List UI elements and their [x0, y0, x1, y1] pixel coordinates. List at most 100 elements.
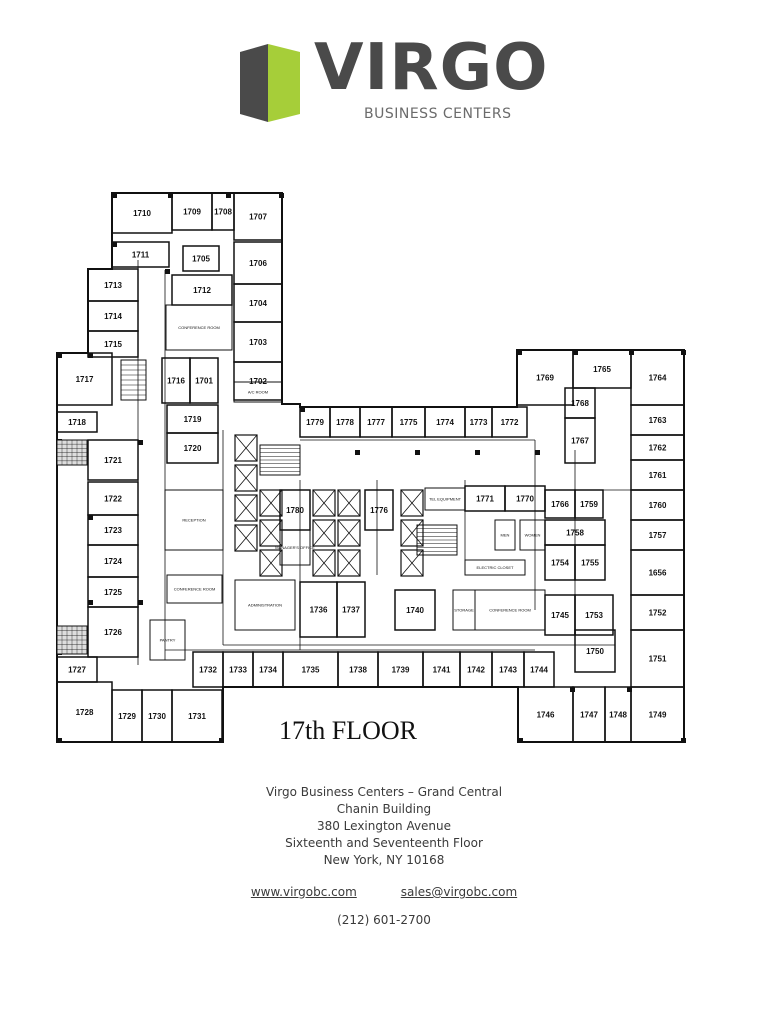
conference-room	[166, 574, 223, 604]
elevator-shaft	[259, 489, 283, 517]
room-label-1767: 1767	[571, 437, 589, 446]
men-restroom	[494, 519, 516, 551]
room-1705	[182, 245, 220, 272]
structural-column	[219, 738, 224, 743]
structural-column	[681, 350, 686, 355]
elevator-cross	[400, 549, 424, 577]
elevator-cross	[259, 489, 283, 517]
street-address: 380 Lexington Avenue	[316, 819, 452, 833]
room-label-1722: 1722	[104, 495, 122, 504]
room-label-1705: 1705	[192, 255, 210, 264]
room-label-1712: 1712	[193, 286, 211, 295]
conference-room-label: CONFERENCE ROOM	[489, 608, 531, 613]
ac-room-label: A/C ROOM	[248, 390, 268, 395]
room-label-1774: 1774	[436, 418, 454, 427]
room-label-1739: 1739	[392, 666, 410, 675]
room-label-1714: 1714	[104, 312, 122, 321]
room-1769	[516, 349, 574, 406]
elevator-shaft	[400, 489, 424, 517]
structural-column	[517, 350, 522, 355]
room-label-1742: 1742	[467, 666, 485, 675]
website-link[interactable]: www.virgobc.com	[250, 885, 357, 899]
women-restroom	[519, 519, 546, 551]
elevator-shaft	[234, 524, 258, 552]
elevator-shaft	[259, 519, 283, 547]
managers-office	[279, 529, 311, 566]
room-label-1760: 1760	[649, 501, 667, 510]
room-label-1761: 1761	[649, 471, 667, 480]
room-label-1745: 1745	[551, 611, 569, 620]
room-label-1766: 1766	[551, 500, 569, 509]
room-label-1772: 1772	[501, 418, 519, 427]
footer-address: Virgo Business Centers – Grand Central C…	[0, 784, 768, 927]
room-label-1755: 1755	[581, 559, 599, 568]
elevator-cross	[312, 549, 336, 577]
room-1717	[56, 352, 113, 406]
room-label-1731: 1731	[188, 712, 206, 721]
floors-info: Sixteenth and Seventeenth Floor	[285, 836, 483, 850]
room-label-1771: 1771	[476, 495, 494, 504]
elevator-shaft	[234, 464, 258, 492]
room-label-1721: 1721	[104, 456, 122, 465]
floor-title: 17th FLOOR	[279, 716, 418, 745]
room-label-1720: 1720	[184, 444, 202, 453]
room-label-1709: 1709	[183, 208, 201, 217]
elevator-cross	[234, 524, 258, 552]
room-label-1715: 1715	[104, 340, 122, 349]
room-label-1735: 1735	[302, 666, 320, 675]
administration-label: ADMINISTRATION	[248, 603, 282, 608]
room-1779	[299, 406, 331, 438]
room-label-1778: 1778	[336, 418, 354, 427]
room-label-1744: 1744	[530, 666, 548, 675]
room-label-1711: 1711	[132, 251, 150, 260]
room-label-1751: 1751	[649, 655, 667, 664]
room-label-1734: 1734	[259, 666, 277, 675]
room-label-1708: 1708	[214, 208, 232, 217]
room-label-1749: 1749	[649, 711, 667, 720]
elevator-cross	[337, 549, 361, 577]
structural-column	[279, 193, 284, 198]
room-label-1725: 1725	[104, 588, 122, 597]
storage-label: STORAGE	[454, 608, 474, 613]
room-label-1728: 1728	[76, 708, 94, 717]
storage	[452, 589, 476, 631]
room-label-1758: 1758	[566, 529, 584, 538]
phone-number: (212) 601-2700	[337, 913, 431, 927]
elevator-shaft	[400, 519, 424, 547]
email-link[interactable]: sales@virgobc.com	[400, 885, 518, 899]
elevator-cross	[259, 549, 283, 577]
room-label-1732: 1732	[199, 666, 217, 675]
administration	[234, 579, 296, 631]
structural-column	[518, 738, 523, 743]
room-1776	[364, 489, 394, 531]
room-label-1743: 1743	[499, 666, 517, 675]
elevator-cross	[400, 489, 424, 517]
building-name: Chanin Building	[336, 802, 432, 816]
elevator-cross	[400, 519, 424, 547]
room-label-1737: 1737	[342, 606, 360, 615]
room-label-1706: 1706	[249, 259, 267, 268]
room-label-1730: 1730	[148, 712, 166, 721]
structural-column	[168, 193, 173, 198]
structural-column	[112, 242, 117, 247]
room-label-1779: 1779	[306, 418, 324, 427]
elevator-shaft	[312, 549, 336, 577]
conference-room-label: CONFERENCE ROOM	[174, 587, 216, 592]
room-label-1769: 1769	[536, 374, 554, 383]
room-label-1710: 1710	[133, 209, 151, 218]
room-label-1753: 1753	[585, 611, 603, 620]
structural-column	[475, 450, 480, 455]
room-1711	[111, 241, 170, 268]
men-restroom-label: MEN	[501, 533, 510, 538]
room-label-1713: 1713	[104, 281, 122, 290]
room-label-1723: 1723	[104, 526, 122, 535]
room-label-1726: 1726	[104, 628, 122, 637]
room-label-1754: 1754	[551, 559, 569, 568]
room-label-1718: 1718	[68, 418, 86, 427]
elevator-shaft	[234, 494, 258, 522]
room-1707	[233, 192, 283, 241]
room-1740	[394, 589, 436, 631]
room-label-1729: 1729	[118, 712, 136, 721]
room-label-1757: 1757	[649, 531, 667, 540]
room-label-1773: 1773	[470, 418, 488, 427]
